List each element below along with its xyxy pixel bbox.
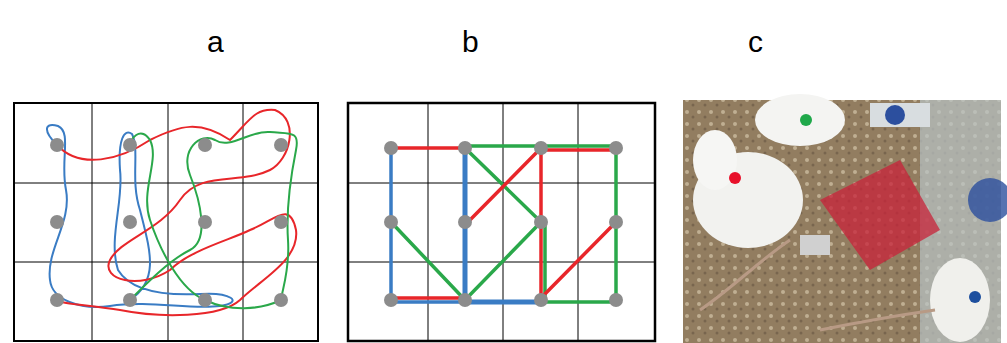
- mouse-photo: [683, 94, 1007, 343]
- grid-a: [14, 103, 318, 341]
- panel-label: b: [462, 27, 479, 57]
- trajectories: [47, 110, 297, 315]
- grid-b: [348, 103, 655, 341]
- graph-edges: [391, 146, 616, 302]
- grid-dots-b: [384, 141, 623, 307]
- grid-dots-a: [50, 138, 288, 307]
- panel-label: a: [207, 27, 224, 57]
- panel-label: c: [748, 27, 763, 57]
